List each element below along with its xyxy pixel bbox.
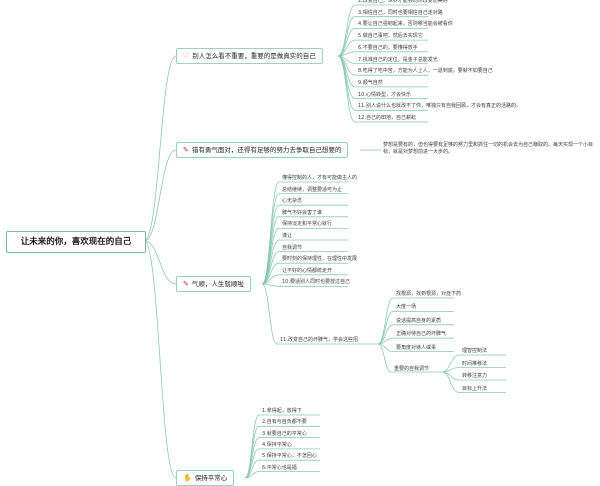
connector-line — [261, 204, 280, 285]
courage-note: 梦想是要有的，但也得要有足够的努力里和抓住一切的机会去为自己赚取的。每天实现一个… — [383, 142, 594, 155]
mindmap-leaf[interactable]: 转移注意力 — [462, 373, 488, 379]
branch-label: 错有勇气面对，还得有足够的努力去争取自己想要的 — [191, 146, 342, 154]
mindmap-leaf[interactable]: 7.找准自己的定位，是金子总能发光 — [358, 56, 438, 63]
mindmap-leaf[interactable]: 12.自己的田地，自己耕耘 — [358, 115, 416, 121]
mindmap-leaf[interactable]: 保持淡定和平常心就行 — [282, 221, 333, 228]
pen-icon: ✎ — [183, 280, 189, 288]
mindmap-leaf[interactable]: 6.不要自己的，要懂得放手 — [358, 44, 418, 51]
root-node[interactable]: 让未来的你，喜欢现在的自己 — [6, 231, 146, 253]
connector-line — [377, 311, 394, 345]
pen-icon: ✎ — [183, 146, 189, 154]
mindmap-leaf[interactable]: 9.顺气自然 — [358, 79, 383, 86]
mindmap-leaf[interactable]: 让不好的心情都统走开 — [282, 267, 333, 274]
connector-line — [441, 371, 460, 381]
mindmap-leaf[interactable]: 5.保持平常心，不怎回心 — [262, 453, 317, 460]
mindmap-leaf[interactable]: 4.要让自己强韧起来，否则哪当能会被看你 — [358, 21, 453, 28]
mindmap-leaf[interactable]: 谨让 — [282, 233, 293, 239]
branch-label: 保持平常心 — [194, 474, 228, 482]
connector-line — [337, 55, 356, 123]
mindmap-leaf[interactable]: 2.自有与自负都不要 — [262, 419, 307, 426]
mindmap-leaf[interactable]: 5.做自己事吧，然后去实现它 — [358, 33, 423, 40]
connector-line — [143, 240, 177, 285]
mindmap-leaf[interactable]: 找根源，找到根源，对症下药 — [396, 291, 462, 297]
mindmap-leaf[interactable]: 要时刻的保持理性，在理性中发展 — [282, 256, 358, 263]
connector-line — [441, 371, 460, 393]
sub-branch-self-adjust[interactable]: 重要的自我调节 — [394, 366, 430, 372]
branch-temper[interactable]: ✎气顺，人生就顺啦 — [176, 276, 251, 292]
mindmap-leaf[interactable]: 时间推移法 — [462, 360, 488, 367]
mindmap-leaf[interactable]: 要角度对待人或事 — [396, 344, 437, 351]
connector-line — [337, 55, 356, 111]
sub-branch-change-temper[interactable]: 11.改变自己的坏脾气，学会这些招 — [280, 337, 358, 343]
branch-label: 气顺，人生就顺啦 — [191, 280, 244, 288]
mindmap-leaf[interactable]: 脾气不好会害了谁 — [282, 209, 323, 216]
mindmap-leaf[interactable]: 说话提高自身的素质 — [396, 317, 442, 324]
heart-icon: ♡ — [183, 52, 190, 60]
mindmap-leaf[interactable]: 总结继续，调整要适可为止 — [282, 186, 343, 193]
mindmap-leaf[interactable]: 懂得控制的人，才有可能做主人的 — [282, 175, 358, 181]
mindmap-leaf[interactable]: 6.平常心也是福 — [262, 464, 297, 471]
mindmap-leaf[interactable]: 10.要适别人同时也要放过自己 — [282, 279, 350, 286]
connector-line — [143, 55, 177, 242]
connector-line — [143, 240, 177, 479]
mindmap-leaf[interactable]: 3.就要自己的平常心 — [262, 430, 307, 437]
branch-label: 别人怎么看不重要，重要的是做真实的自己 — [192, 52, 316, 60]
mindmap-leaf[interactable]: 大度一场 — [396, 304, 417, 311]
mindmap-leaf[interactable]: 11.别人说什么也就改不了你，唯独只有自我回顾，才会有真正的活路的。 — [358, 103, 521, 110]
mindmap-leaf[interactable]: 自我调节 — [282, 244, 303, 251]
connector-line — [377, 324, 394, 345]
connector-line — [244, 471, 260, 479]
branch-calm-mind[interactable]: ✋保持平常心 — [176, 470, 235, 486]
connector-line — [261, 283, 278, 345]
hand-icon: ✋ — [183, 474, 192, 482]
connector-line — [261, 283, 280, 287]
connector-line — [377, 343, 392, 373]
connector-line — [261, 251, 280, 285]
mindmap-leaf[interactable]: 3.相信自己，同时也要相信自己走对路 — [358, 9, 443, 16]
branch-be-yourself[interactable]: ♡别人怎么看不重要，重要的是做真实的自己 — [176, 48, 323, 64]
connector-line — [261, 239, 280, 285]
mindmap-leaf[interactable]: 2.改变自己，世界才能够向你改变而美好 — [358, 0, 448, 4]
mindmap-leaf[interactable]: 心无杂念 — [282, 198, 303, 205]
connector-line — [337, 16, 356, 57]
mindmap-leaf[interactable]: 1.拿得起，放得下 — [262, 408, 302, 414]
mindmap-leaf[interactable]: 8.吃得了吃中苦，方能为人上人，一退到底，要就不如要自己 — [358, 68, 493, 75]
mindmap-leaf[interactable]: 理智控制法 — [462, 348, 488, 354]
connector-line — [143, 149, 177, 242]
mindmap-leaf[interactable]: 目标上升法 — [462, 385, 488, 392]
mindmap-leaf[interactable]: 4.保持平常心 — [262, 441, 292, 448]
connector-line — [244, 425, 260, 479]
mindmap-leaf[interactable]: 10.心情转型，才会快乐 — [358, 91, 411, 98]
connector-line — [337, 55, 356, 99]
connector-line — [377, 297, 394, 345]
mindmap-leaf[interactable]: 正确对待自己的坏脾气 — [396, 331, 447, 338]
branch-courage[interactable]: ✎错有勇气面对，还得有足够的努力去争取自己想要的 — [176, 142, 349, 158]
